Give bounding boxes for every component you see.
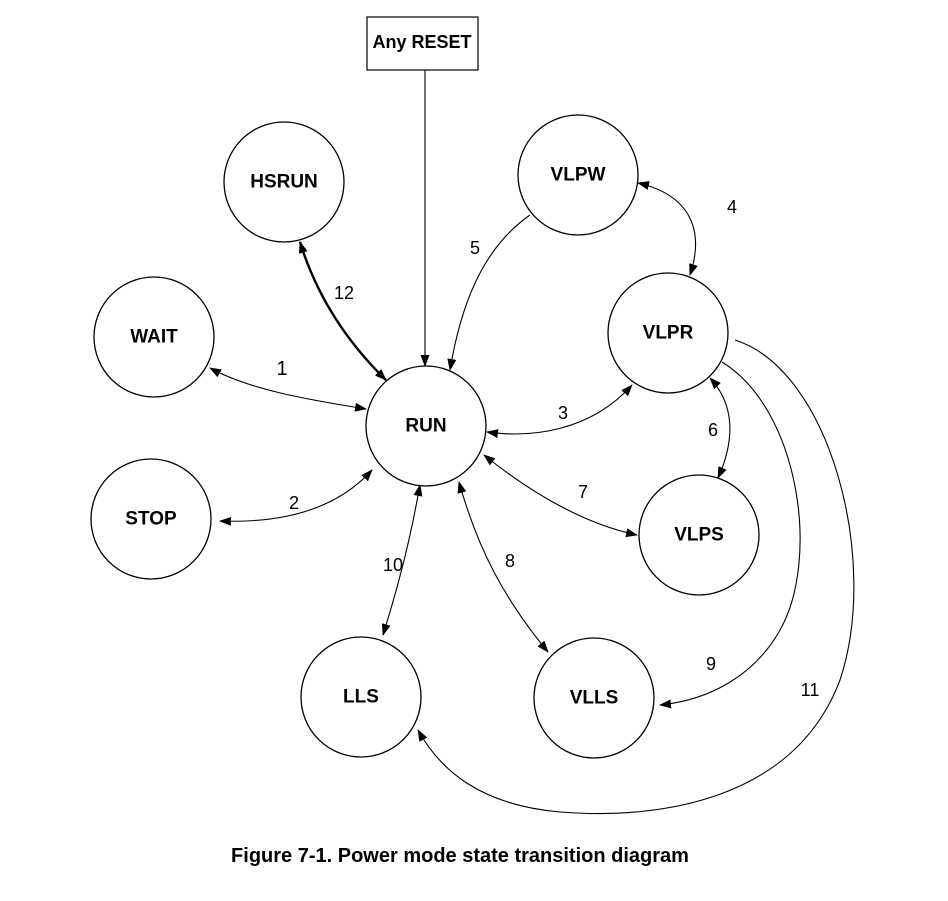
edge-vlpw-vlpr bbox=[637, 181, 698, 276]
transition-label-12: 12 bbox=[334, 283, 354, 303]
figure-caption: Figure 7-1. Power mode state transition … bbox=[231, 845, 689, 867]
any-reset-box bbox=[366, 16, 479, 71]
state-wait: WAIT bbox=[93, 276, 215, 398]
transition-label-8: 8 bbox=[505, 551, 515, 571]
state-vlpw: VLPW bbox=[517, 114, 639, 236]
state-lls: LLS bbox=[300, 636, 422, 758]
edge-vlpw-run bbox=[447, 214, 531, 371]
transition-label-11: 11 bbox=[801, 680, 820, 700]
state-run-label: RUN bbox=[405, 416, 446, 437]
state-hsrun: HSRUN bbox=[223, 121, 345, 243]
transition-label-4: 4 bbox=[727, 197, 737, 217]
transition-label-1: 1 bbox=[276, 358, 287, 380]
transition-label-7: 7 bbox=[578, 482, 588, 502]
edge-wait-run bbox=[209, 367, 367, 412]
state-vlpr: VLPR bbox=[607, 272, 729, 394]
transition-label-2: 2 bbox=[289, 493, 299, 513]
state-vlps: VLPS bbox=[638, 474, 760, 596]
edge-vlpr-vlls bbox=[659, 361, 801, 709]
state-stop-label: STOP bbox=[125, 509, 177, 530]
edge-vlpr-vlps bbox=[709, 377, 731, 479]
edge-run-vlpr bbox=[486, 384, 633, 438]
transition-label-3: 3 bbox=[558, 403, 568, 423]
state-vlpr-label: VLPR bbox=[643, 323, 694, 344]
state-vlls-label: VLLS bbox=[570, 688, 619, 709]
transition-label-6: 6 bbox=[708, 420, 718, 440]
edge-hsrun-run bbox=[298, 241, 387, 381]
edge-run-vlps bbox=[483, 454, 638, 538]
state-vlpw-label: VLPW bbox=[551, 165, 606, 186]
edge-vlpr-lls bbox=[417, 339, 855, 815]
state-stop: STOP bbox=[90, 458, 212, 580]
edge-run-vlls bbox=[457, 481, 549, 653]
transition-label-10: 10 bbox=[383, 555, 403, 575]
state-run: RUN bbox=[365, 365, 487, 487]
transition-label-5: 5 bbox=[470, 238, 480, 258]
state-vlps-label: VLPS bbox=[674, 525, 724, 546]
transition-label-9: 9 bbox=[706, 654, 716, 674]
any-reset-label: Any RESET bbox=[372, 32, 471, 52]
state-lls-label: LLS bbox=[343, 687, 379, 708]
state-wait-label: WAIT bbox=[130, 327, 178, 348]
state-vlls: VLLS bbox=[533, 637, 655, 759]
edge-stop-run bbox=[219, 469, 373, 526]
edge-run-lls bbox=[381, 484, 423, 636]
state-hsrun-label: HSRUN bbox=[250, 172, 318, 193]
